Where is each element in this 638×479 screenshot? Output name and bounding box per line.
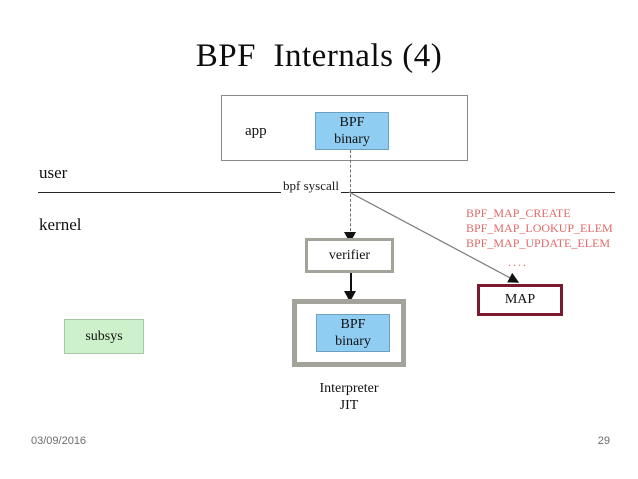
interpreter-caption-line1: Interpreter bbox=[319, 381, 379, 396]
map-box: MAP bbox=[477, 284, 563, 316]
bpf-binary-kernel-line1: BPF bbox=[340, 317, 366, 332]
syscall-dashed-connector bbox=[350, 150, 351, 236]
page-title: BPF Internals (4) bbox=[195, 38, 443, 74]
map-commands-ellipsis: .... bbox=[508, 255, 528, 269]
bpf-binary-kernel-line2: binary bbox=[335, 334, 371, 349]
bpf-binary-user-box: BPF binary bbox=[315, 112, 389, 150]
interpreter-caption-line2: JIT bbox=[339, 398, 359, 413]
map-label: MAP bbox=[504, 292, 536, 307]
verifier-label: verifier bbox=[328, 247, 371, 263]
bpf-binary-user-line2: binary bbox=[334, 132, 370, 147]
kernel-space-label: kernel bbox=[39, 215, 82, 234]
verifier-to-interpreter-connector bbox=[350, 273, 352, 295]
app-label: app bbox=[245, 123, 267, 139]
bpf-binary-kernel-box: BPF binary bbox=[316, 314, 390, 352]
user-space-label: user bbox=[39, 163, 68, 182]
verifier-box: verifier bbox=[305, 238, 394, 273]
subsys-box: subsys bbox=[64, 319, 144, 354]
bpf-binary-user-line1: BPF bbox=[339, 115, 365, 130]
interpreter-jit-caption: Interpreter JIT bbox=[292, 380, 406, 414]
map-commands-list: BPF_MAP_CREATE BPF_MAP_LOOKUP_ELEM BPF_M… bbox=[466, 206, 613, 250]
verifier-to-interpreter-arrowhead-icon bbox=[344, 291, 356, 302]
footer-page-number: 29 bbox=[597, 435, 610, 447]
subsys-label: subsys bbox=[85, 328, 123, 344]
footer-date: 03/09/2016 bbox=[31, 435, 87, 447]
interpreter-jit-box bbox=[292, 299, 406, 367]
bpf-syscall-label: bpf syscall bbox=[281, 178, 341, 194]
